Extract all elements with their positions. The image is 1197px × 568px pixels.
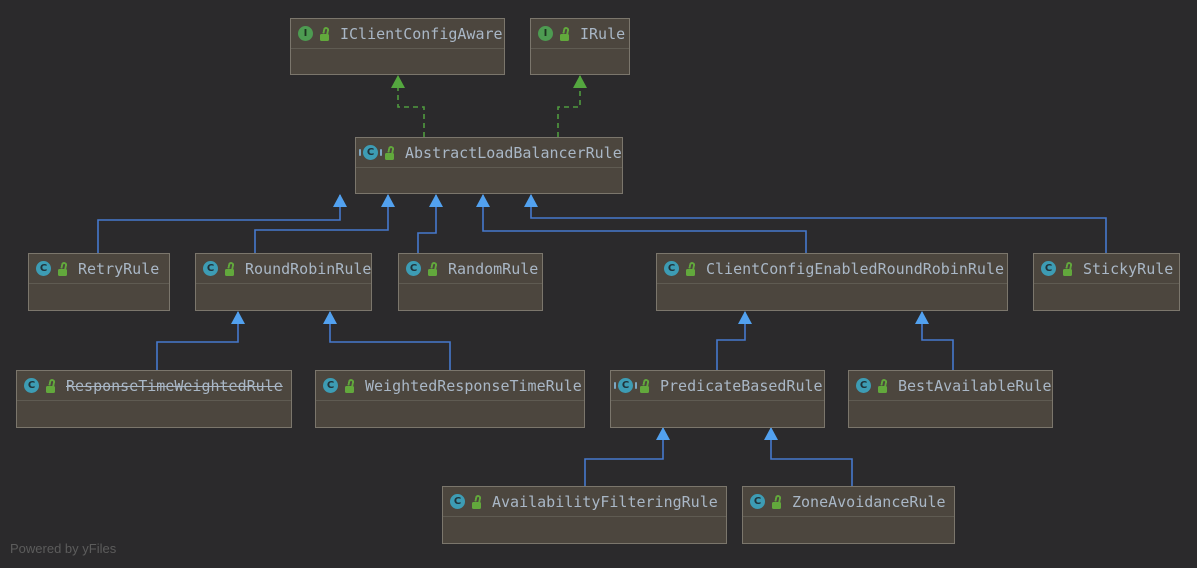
class-name: AbstractLoadBalancerRule [405, 143, 622, 162]
class-icon: C [24, 378, 39, 393]
edge-extends-roundrobinrule-abstractloadbalancerrule [254, 194, 395, 253]
public-lock-icon [559, 25, 572, 41]
class-name: ClientConfigEnabledRoundRobinRule [706, 259, 1005, 278]
class-node-irule[interactable]: I IRule [530, 18, 630, 75]
public-lock-icon [685, 260, 698, 276]
class-name: ZoneAvoidanceRule [792, 492, 946, 511]
edge-extends-randomrule-abstractloadbalancerrule [417, 194, 443, 253]
node-body [356, 167, 622, 195]
class-name-deprecated: ResponseTimeWeightedRule [66, 376, 283, 395]
class-node-predicatebasedrule[interactable]: C PredicateBasedRule [610, 370, 825, 428]
class-node-retryrule[interactable]: C RetryRule [28, 253, 170, 311]
public-lock-icon [639, 377, 652, 393]
class-icon: C [856, 378, 871, 393]
node-header: C AvailabilityFilteringRule [443, 487, 726, 516]
class-name: RoundRobinRule [245, 259, 372, 278]
node-header: C BestAvailableRule [849, 371, 1052, 400]
public-lock-icon [427, 260, 440, 276]
edge-extends-predicatebasedrule-clientconfigenabledroundrobinrule [716, 311, 752, 370]
abstract-class-icon: C [614, 378, 637, 393]
interface-icon: I [298, 26, 313, 41]
public-lock-icon [344, 377, 357, 393]
node-header: I IRule [531, 19, 629, 48]
class-icon: C [203, 261, 218, 276]
public-lock-icon [771, 493, 784, 509]
class-node-availabilityfilteringrule[interactable]: C AvailabilityFilteringRule [442, 486, 727, 544]
edge-extends-clientconfigenabledroundrobinrule-abstractloadbalancerrule [476, 194, 807, 253]
node-header: C ZoneAvoidanceRule [743, 487, 954, 516]
node-header: C ResponseTimeWeightedRule [17, 371, 291, 400]
class-icon: C [1041, 261, 1056, 276]
class-name: PredicateBasedRule [660, 376, 823, 395]
class-node-roundrobinrule[interactable]: C RoundRobinRule [195, 253, 372, 311]
node-body [443, 516, 726, 544]
class-icon: C [406, 261, 421, 276]
public-lock-icon [319, 25, 332, 41]
public-lock-icon [1062, 260, 1075, 276]
class-name: AvailabilityFilteringRule [492, 492, 718, 511]
node-header: C RoundRobinRule [196, 254, 371, 283]
interface-icon: I [538, 26, 553, 41]
public-lock-icon [877, 377, 890, 393]
class-node-stickyrule[interactable]: C StickyRule [1033, 253, 1180, 311]
node-body [611, 400, 824, 428]
edge-extends-stickyrule-abstractloadbalancerrule [524, 194, 1107, 253]
public-lock-icon [45, 377, 58, 393]
class-icon: C [323, 378, 338, 393]
node-body [291, 48, 504, 76]
node-body [657, 283, 1007, 311]
class-node-bestavailablerule[interactable]: C BestAvailableRule [848, 370, 1053, 428]
class-icon: C [36, 261, 51, 276]
public-lock-icon [57, 260, 70, 276]
class-node-randomrule[interactable]: C RandomRule [398, 253, 543, 311]
node-header: C StickyRule [1034, 254, 1179, 283]
class-node-responsetimeweightedrule[interactable]: C ResponseTimeWeightedRule [16, 370, 292, 428]
node-header: C RandomRule [399, 254, 542, 283]
node-body [196, 283, 371, 311]
class-node-abstractloadbalancerrule[interactable]: C AbstractLoadBalancerRule [355, 137, 623, 194]
public-lock-icon [224, 260, 237, 276]
public-lock-icon [384, 144, 397, 160]
node-body [1034, 283, 1179, 311]
class-node-iclientconfigaware[interactable]: I IClientConfigAware [290, 18, 505, 75]
edge-extends-retryrule-abstractloadbalancerrule [97, 194, 347, 253]
node-body [17, 400, 291, 428]
class-name: WeightedResponseTimeRule [365, 376, 582, 395]
node-body [399, 283, 542, 311]
edge-extends-responsetimeweightedrule-roundrobinrule [156, 311, 245, 370]
node-header: I IClientConfigAware [291, 19, 504, 48]
node-header: C ClientConfigEnabledRoundRobinRule [657, 254, 1007, 283]
class-name: IClientConfigAware [340, 24, 503, 43]
node-body [849, 400, 1052, 428]
public-lock-icon [471, 493, 484, 509]
class-node-weightedresponsetimerule[interactable]: C WeightedResponseTimeRule [315, 370, 585, 428]
class-name: RetryRule [78, 259, 160, 278]
abstract-class-icon: C [359, 145, 382, 160]
node-header: C WeightedResponseTimeRule [316, 371, 584, 400]
node-body [743, 516, 954, 544]
class-name: IRule [580, 24, 626, 43]
class-name: BestAvailableRule [898, 376, 1052, 395]
class-name: StickyRule [1083, 259, 1174, 278]
node-header: C AbstractLoadBalancerRule [356, 138, 622, 167]
edge-extends-zoneavoidancerule-predicatebasedrule [764, 427, 853, 486]
edge-implements-abstractloadbalancerrule-irule [557, 75, 587, 137]
class-name: RandomRule [448, 259, 539, 278]
edge-implements-abstractloadbalancerrule-iclientconfigaware [391, 75, 425, 137]
class-node-clientconfigenabledroundrobinrule[interactable]: C ClientConfigEnabledRoundRobinRule [656, 253, 1008, 311]
edge-extends-availabilityfilteringrule-predicatebasedrule [584, 427, 670, 486]
node-body [531, 48, 629, 76]
edge-extends-weightedresponsetimerule-roundrobinrule [323, 311, 451, 370]
node-header: C PredicateBasedRule [611, 371, 824, 400]
node-header: C RetryRule [29, 254, 169, 283]
class-icon: C [450, 494, 465, 509]
class-node-zoneavoidancerule[interactable]: C ZoneAvoidanceRule [742, 486, 955, 544]
yfiles-watermark: Powered by yFiles [10, 541, 117, 556]
node-body [29, 283, 169, 311]
class-icon: C [664, 261, 679, 276]
edge-extends-bestavailablerule-clientconfigenabledroundrobinrule [915, 311, 954, 370]
class-icon: C [750, 494, 765, 509]
node-body [316, 400, 584, 428]
